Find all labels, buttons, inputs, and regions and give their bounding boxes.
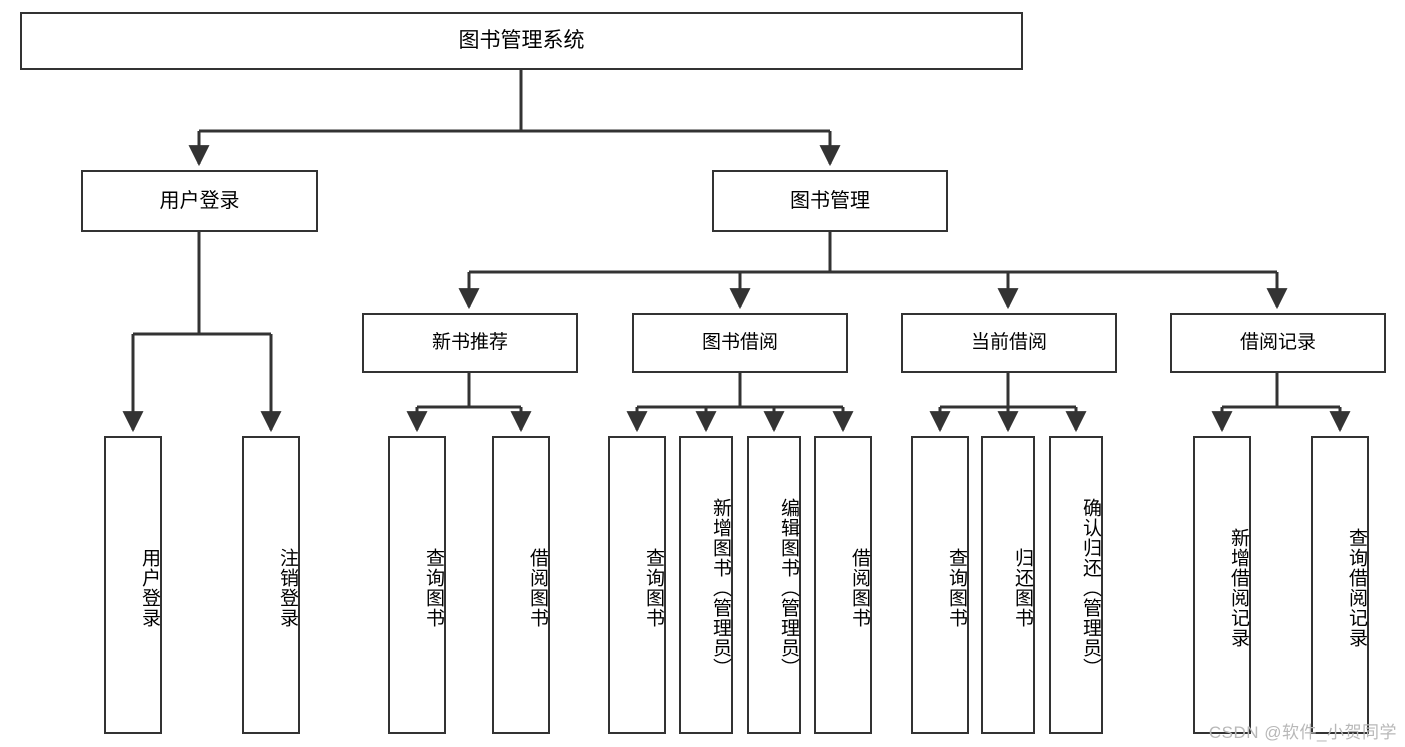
node-book-borrow-label: 图书借阅 [701,332,778,354]
node-book-borrow[interactable]: 图书借阅 [632,313,848,373]
node-leaf-add-book[interactable]: 新增图书（管理员） [679,436,733,734]
node-leaf-query-book-1-label: 查询图书 [423,548,444,628]
node-current-borrow[interactable]: 当前借阅 [901,313,1117,373]
node-current-borrow-label: 当前借阅 [970,332,1047,354]
node-leaf-query-book-2-label: 查询图书 [643,548,664,628]
node-leaf-query-book-3[interactable]: 查询图书 [911,436,969,734]
node-leaf-edit-book-label: 编辑图书（管理员） [778,498,799,678]
node-user-login-label: 用户登录 [159,189,240,212]
node-leaf-query-book-2[interactable]: 查询图书 [608,436,666,734]
node-book-management[interactable]: 图书管理 [712,170,948,232]
node-book-management-label: 图书管理 [790,189,870,212]
node-leaf-query-borrow-record[interactable]: 查询借阅记录 [1311,436,1369,734]
node-leaf-query-book-1[interactable]: 查询图书 [388,436,446,734]
node-leaf-user-login[interactable]: 用户登录 [104,436,162,734]
node-root[interactable]: 图书管理系统 [20,12,1023,70]
node-leaf-borrow-book-1[interactable]: 借阅图书 [492,436,550,734]
node-leaf-user-logout[interactable]: 注销登录 [242,436,300,734]
node-new-book-recommend[interactable]: 新书推荐 [362,313,578,373]
node-leaf-query-borrow-record-label: 查询借阅记录 [1346,528,1367,648]
node-leaf-add-borrow-record[interactable]: 新增借阅记录 [1193,436,1251,734]
node-leaf-user-logout-label: 注销登录 [277,548,298,628]
node-leaf-add-book-label: 新增图书（管理员） [710,498,731,678]
node-user-login[interactable]: 用户登录 [81,170,318,232]
node-leaf-return-book-label: 归还图书 [1012,548,1033,628]
node-leaf-query-book-3-label: 查询图书 [946,548,967,628]
node-leaf-confirm-return[interactable]: 确认归还（管理员） [1049,436,1103,734]
node-leaf-confirm-return-label: 确认归还（管理员） [1080,498,1101,678]
node-leaf-add-borrow-record-label: 新增借阅记录 [1228,528,1249,648]
node-leaf-user-login-label: 用户登录 [139,548,160,628]
node-leaf-edit-book[interactable]: 编辑图书（管理员） [747,436,801,734]
csdn-watermark: CSDN @软件_小贺同学 [1208,723,1397,742]
node-leaf-borrow-book-2-label: 借阅图书 [849,548,870,628]
node-leaf-return-book[interactable]: 归还图书 [981,436,1035,734]
node-borrow-record[interactable]: 借阅记录 [1170,313,1386,373]
node-leaf-borrow-book-2[interactable]: 借阅图书 [814,436,872,734]
node-new-book-recommend-label: 新书推荐 [431,332,508,354]
node-borrow-record-label: 借阅记录 [1239,332,1316,354]
node-leaf-borrow-book-1-label: 借阅图书 [527,548,548,628]
node-root-label: 图书管理系统 [458,29,585,53]
